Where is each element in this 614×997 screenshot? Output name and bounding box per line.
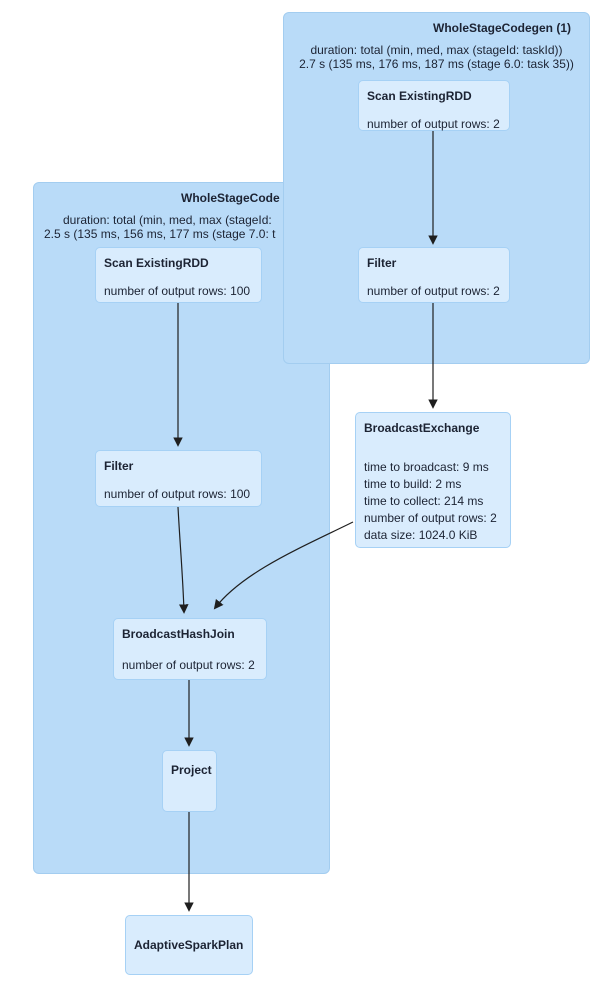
node-scan-existingrdd-2[interactable]: Scan ExistingRDD number of output rows: … [95,247,262,303]
node-metric: time to broadcast: 9 ms [364,460,489,474]
node-metric: number of output rows: 100 [104,284,251,298]
node-title: Scan ExistingRDD [104,256,209,270]
cluster-title: WholeStageCode [181,191,280,205]
node-metric: number of output rows: 2 [367,284,500,298]
node-title: Filter [367,256,397,270]
node-metric: number of output rows: 2 [367,117,500,131]
node-metric: time to collect: 214 ms [364,494,484,508]
node-metric: time to build: 2 ms [364,477,462,491]
node-broadcast-hash-join[interactable]: BroadcastHashJoin number of output rows:… [113,618,267,680]
node-metric: number of output rows: 2 [122,658,255,672]
node-title: Project [171,763,212,777]
node-filter-1[interactable]: Filter number of output rows: 2 [358,247,510,303]
node-title: BroadcastHashJoin [122,627,235,641]
node-title: Scan ExistingRDD [367,89,472,103]
cluster-wholestagecodegen-1: WholeStageCodegen (1) duration: total (m… [283,12,590,364]
node-scan-existingrdd-1[interactable]: Scan ExistingRDD number of output rows: … [358,80,510,131]
node-filter-2[interactable]: Filter number of output rows: 100 [95,450,262,507]
node-metric: data size: 1024.0 KiB [364,528,478,542]
cluster-duration-value: 2.5 s (135 ms, 156 ms, 177 ms (stage 7.0… [44,227,276,241]
node-metric: number of output rows: 2 [364,511,497,525]
node-metric: number of output rows: 100 [104,487,251,501]
cluster-title: WholeStageCodegen (1) [433,21,572,35]
cluster-duration-label: duration: total (min, med, max (stageId:… [310,43,563,57]
cluster-duration-label: duration: total (min, med, max (stageId: [63,213,272,227]
node-broadcast-exchange[interactable]: BroadcastExchange time to broadcast: 9 m… [355,412,511,548]
node-title: Filter [104,459,134,473]
cluster-duration-value: 2.7 s (135 ms, 176 ms, 187 ms (stage 6.0… [299,57,574,71]
node-adaptive-spark-plan[interactable]: AdaptiveSparkPlan [125,915,253,975]
node-title: AdaptiveSparkPlan [134,938,244,952]
node-project[interactable]: Project [162,750,217,812]
node-title: BroadcastExchange [364,421,480,435]
